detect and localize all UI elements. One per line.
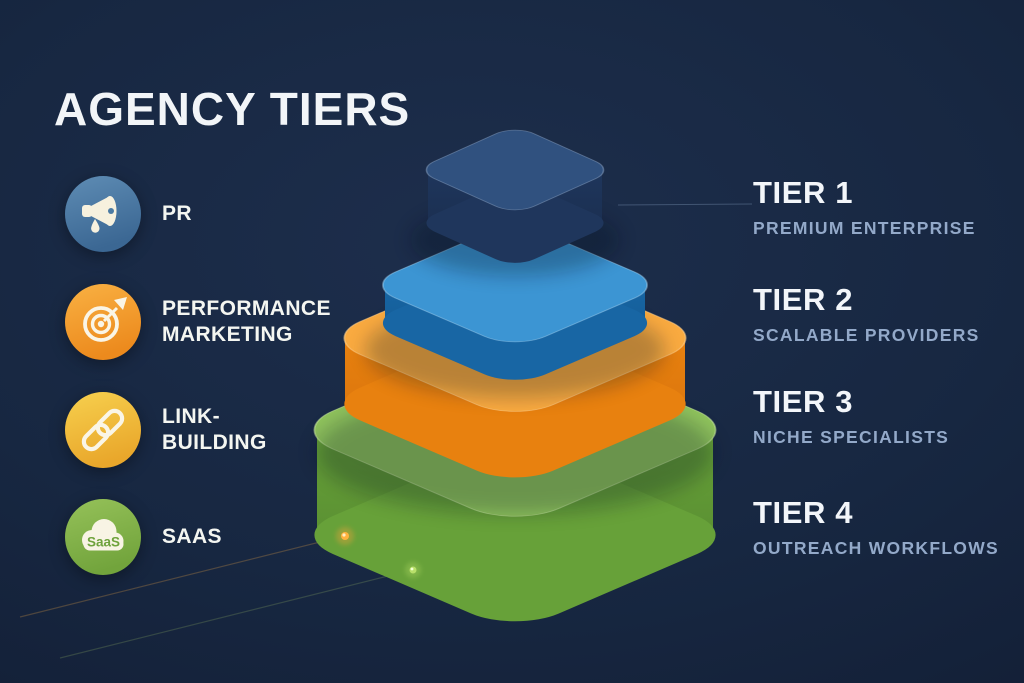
tier-description: OUTREACH WORKFLOWS xyxy=(753,538,1000,558)
glow-dot-green xyxy=(405,562,421,578)
glow-dot-orange xyxy=(336,527,354,545)
cloud-saas-icon: SaaS xyxy=(65,499,141,575)
tier-1-label: TIER 1 PREMIUM ENTERPRISE xyxy=(753,175,976,239)
tier-description: SCALABLE PROVIDERS xyxy=(753,325,980,345)
sidebar-item-label: PR xyxy=(162,202,192,226)
tier-2-label: TIER 2 SCALABLE PROVIDERS xyxy=(753,282,980,346)
sidebar-item-label: LINK- BUILDING xyxy=(162,405,267,454)
tier-description: NICHE SPECIALISTS xyxy=(753,427,950,447)
sidebar-item-saas: SaaS SAAS xyxy=(64,498,222,576)
tier-description: PREMIUM ENTERPRISE xyxy=(753,218,976,238)
tier-name: TIER 3 xyxy=(753,384,854,419)
tier-4-label: TIER 4 OUTREACH WORKFLOWS xyxy=(753,495,999,559)
sidebar-item-link-building: LINK- BUILDING xyxy=(64,391,267,469)
cloud-saas-text: SaaS xyxy=(87,535,120,550)
target-icon xyxy=(65,284,141,360)
pyramid-tier-1-block xyxy=(425,129,605,263)
megaphone-icon xyxy=(65,176,141,252)
chain-link-icon xyxy=(65,392,141,468)
tier-name: TIER 2 xyxy=(753,282,854,317)
tier1-connector-line xyxy=(617,203,753,206)
tier-name: TIER 4 xyxy=(753,495,854,530)
sidebar-item-performance-marketing: PERFORMANCE MARKETING xyxy=(64,283,331,361)
sidebar-item-label: PERFORMANCE MARKETING xyxy=(162,297,331,346)
sidebar-item-pr: PR xyxy=(64,175,192,253)
tier-3-label: TIER 3 NICHE SPECIALISTS xyxy=(753,384,949,448)
tier-name: TIER 1 xyxy=(753,175,854,210)
sidebar-item-label: SAAS xyxy=(162,525,222,549)
page-title: AGENCY TIERS xyxy=(54,83,411,135)
